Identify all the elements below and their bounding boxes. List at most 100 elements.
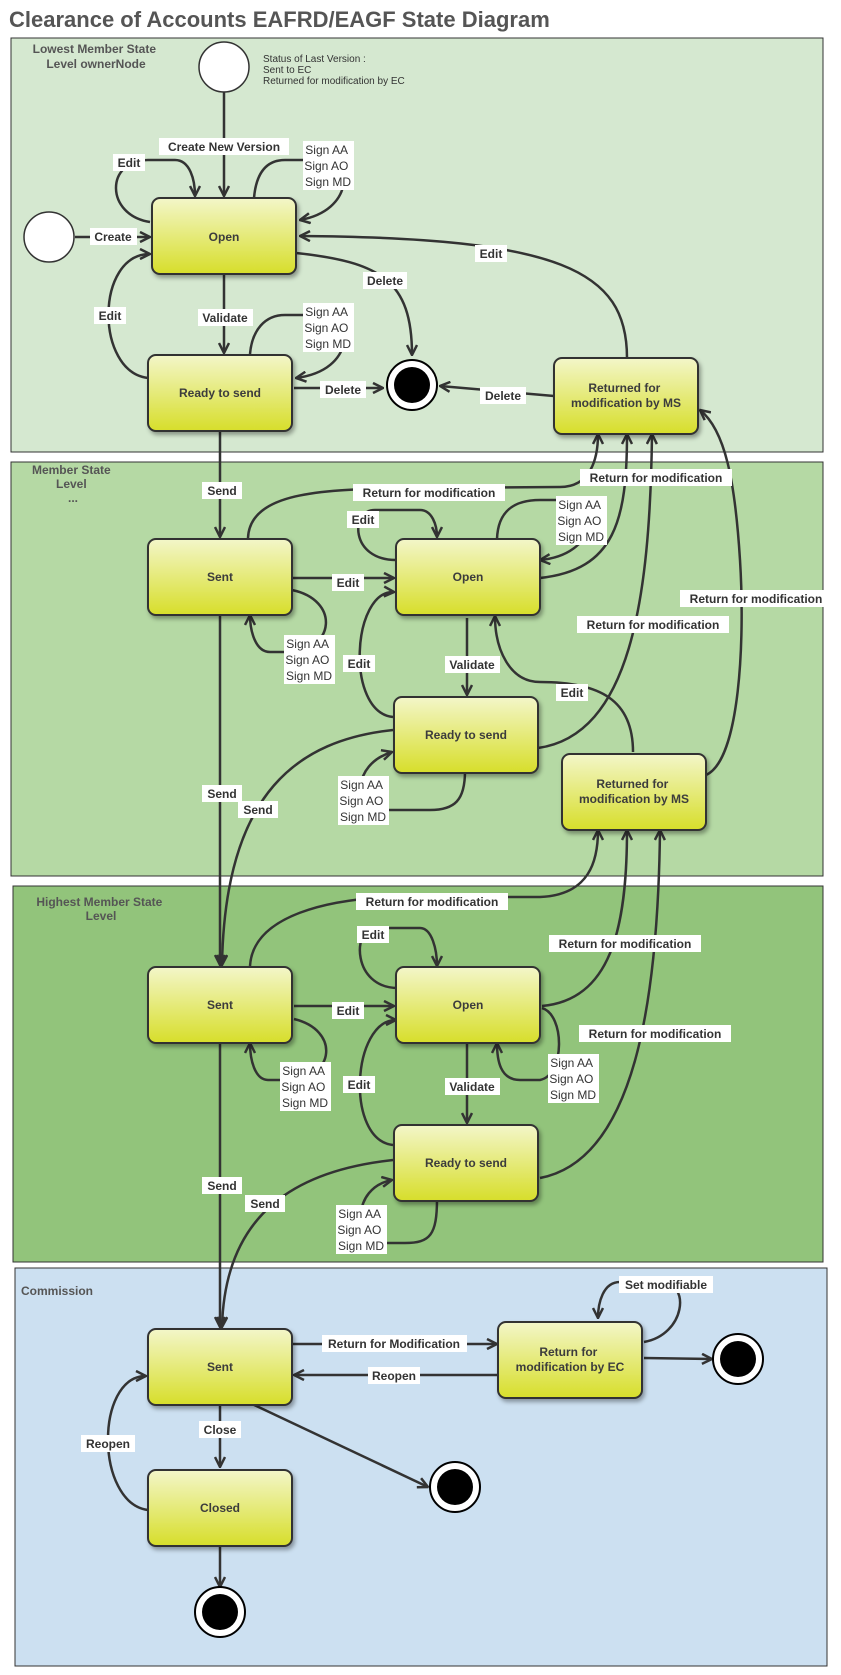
svg-text:Create: Create bbox=[94, 230, 132, 244]
state-sent-l3[interactable]: Sent bbox=[147, 966, 293, 1044]
state-return-ec[interactable]: Return for modification by EC bbox=[497, 1321, 643, 1399]
svg-text:Set modifiable: Set modifiable bbox=[625, 1278, 707, 1292]
label-delete-returned: Delete bbox=[480, 387, 526, 404]
svg-text:Sign AA Sign AO: Sign AA Sign AO Sign MD bbox=[549, 1056, 596, 1102]
svg-text:Edit: Edit bbox=[362, 928, 385, 942]
label-edit-returned-l1: Edit bbox=[475, 245, 507, 262]
label-return-for-modification-ec: Return for Modification bbox=[322, 1335, 467, 1352]
label-return-sent-l3: Return for modification bbox=[356, 893, 508, 910]
label-return-returned-l2: Return for modification bbox=[680, 590, 832, 607]
label-reopen-closed: Reopen bbox=[81, 1435, 135, 1452]
svg-text:Return for modification: Return for modification bbox=[589, 1027, 722, 1041]
svg-text:Sign AA Sign AO: Sign AA Sign AO Sign MD bbox=[304, 305, 351, 351]
edge-ready-send-l2 bbox=[222, 728, 394, 965]
label-create-new-version: Create New Version bbox=[159, 138, 289, 155]
label-return-open-l3-a: Return for modification bbox=[549, 935, 701, 952]
state-closed[interactable]: Closed bbox=[147, 1469, 293, 1547]
svg-text:Send: Send bbox=[243, 803, 272, 817]
svg-text:Sign AA Sign AO: Sign AA Sign AO Sign MD bbox=[304, 143, 351, 189]
lane-label-highest-member-state: Highest Member State Level bbox=[36, 895, 165, 923]
svg-text:Edit: Edit bbox=[352, 513, 375, 527]
transitions bbox=[75, 92, 743, 1587]
label-sign-sent-l3: Sign AA Sign AO Sign MD bbox=[280, 1062, 331, 1111]
svg-text:Return for modification: Return for modification bbox=[690, 592, 823, 606]
svg-text:Send: Send bbox=[207, 1179, 236, 1193]
label-sign-open-l2: Sign AA Sign AO Sign MD bbox=[556, 496, 607, 545]
label-edit-open-loop-l3: Edit bbox=[357, 926, 389, 943]
svg-text:Edit: Edit bbox=[337, 1004, 360, 1018]
state-ready-l1[interactable]: Ready to send bbox=[147, 354, 293, 432]
svg-text:Sign AA Sign AO: Sign AA Sign AO Sign MD bbox=[339, 778, 386, 824]
final-node-commission bbox=[429, 1461, 481, 1513]
svg-text:Edit: Edit bbox=[118, 156, 141, 170]
svg-text:Sign AA Sign AO: Sign AA Sign AO Sign MD bbox=[285, 637, 332, 683]
label-return-sent-l2: Return for modification bbox=[353, 484, 505, 501]
svg-text:Send: Send bbox=[207, 484, 236, 498]
svg-text:Return for modification: Return for modification bbox=[587, 618, 720, 632]
svg-text:Reopen: Reopen bbox=[86, 1437, 130, 1451]
svg-text:Edit: Edit bbox=[337, 576, 360, 590]
state-returned-ms-l2-label: Returned for modification by MS bbox=[579, 777, 689, 806]
label-return-ready-l3: Return for modification bbox=[579, 1025, 731, 1042]
edge-open-sign-l3 bbox=[497, 1006, 561, 1082]
label-send-sent-l3: Send bbox=[202, 1177, 242, 1194]
diagram-title: Clearance of Accounts EAFRD/EAGF State D… bbox=[9, 7, 550, 32]
initial-node-create bbox=[23, 211, 75, 263]
state-returned-ms-l1[interactable]: Returned for modification by MS bbox=[553, 357, 699, 435]
state-sent-l2[interactable]: Sent bbox=[147, 538, 293, 616]
svg-text:Validate: Validate bbox=[202, 311, 248, 325]
state-sent-commission[interactable]: Sent bbox=[147, 1328, 293, 1406]
svg-text:Edit: Edit bbox=[348, 1078, 371, 1092]
label-sign-ready-l2: Sign AA Sign AO Sign MD bbox=[338, 776, 389, 825]
svg-text:Return for Modification: Return for Modification bbox=[328, 1337, 460, 1351]
svg-text:Sign AA Sign AO: Sign AA Sign AO Sign MD bbox=[337, 1207, 384, 1253]
svg-text:Delete: Delete bbox=[485, 389, 521, 403]
state-open-l3[interactable]: Open bbox=[395, 966, 541, 1044]
svg-text:Edit: Edit bbox=[99, 309, 122, 323]
label-validate-l1: Validate bbox=[198, 309, 253, 326]
svg-text:Sign AA Sign AO: Sign AA Sign AO Sign MD bbox=[281, 1064, 328, 1110]
state-return-ec-label: Return for modification by EC bbox=[516, 1345, 625, 1374]
state-returned-ms-l1-label: Returned for modification by MS bbox=[571, 381, 681, 410]
label-delete-ready: Delete bbox=[320, 381, 366, 398]
state-open-l1[interactable]: Open bbox=[151, 197, 297, 275]
state-ready-l3-label: Ready to send bbox=[425, 1156, 507, 1170]
svg-text:Delete: Delete bbox=[367, 274, 403, 288]
label-edit-ready-l1: Edit bbox=[94, 307, 126, 324]
state-ready-l2[interactable]: Ready to send bbox=[393, 696, 539, 774]
label-send-sent-l2: Send bbox=[202, 785, 242, 802]
svg-text:Reopen: Reopen bbox=[372, 1369, 416, 1383]
svg-text:Delete: Delete bbox=[325, 383, 361, 397]
label-return-open-l2: Return for modification bbox=[580, 469, 732, 486]
edge-open-return-l2 bbox=[539, 434, 627, 580]
lane-label-lowest-member-state: Lowest Member State Level ownerNode bbox=[33, 42, 160, 71]
svg-text:Send: Send bbox=[250, 1197, 279, 1211]
state-open-l2[interactable]: Open bbox=[395, 538, 541, 616]
lane-label-member-state: Member State Level ... bbox=[32, 463, 114, 505]
lane-commission bbox=[14, 1267, 828, 1667]
state-ready-l3[interactable]: Ready to send bbox=[393, 1124, 539, 1202]
svg-text:Edit: Edit bbox=[480, 247, 503, 261]
state-ready-l2-label: Ready to send bbox=[425, 728, 507, 742]
state-ready-l1-label: Ready to send bbox=[179, 386, 261, 400]
label-edit-sent-l3: Edit bbox=[332, 1002, 364, 1019]
final-node-l1 bbox=[386, 359, 438, 411]
lane-highest-member-state bbox=[12, 885, 824, 1263]
edge-returned-return-l1 bbox=[700, 410, 743, 777]
label-edit-sent-l2: Edit bbox=[332, 574, 364, 591]
label-set-modifiable: Set modifiable bbox=[619, 1276, 713, 1293]
svg-text:Send: Send bbox=[207, 787, 236, 801]
edge-open-return-l3-a bbox=[541, 830, 627, 1008]
state-closed-label: Closed bbox=[200, 1501, 240, 1515]
state-returned-ms-l2[interactable]: Returned for modification by MS bbox=[561, 753, 707, 831]
label-sign-open-l3: Sign AA Sign AO Sign MD bbox=[548, 1054, 599, 1103]
svg-text:Return for modification: Return for modification bbox=[590, 471, 723, 485]
edge-returned-edit-l1 bbox=[300, 236, 629, 359]
final-node-closed bbox=[194, 1586, 246, 1638]
svg-text:Return for modification: Return for modification bbox=[363, 486, 496, 500]
label-return-ready-l2: Return for modification bbox=[577, 616, 729, 633]
last-version-note: Status of Last Version : Sent to EC Retu… bbox=[263, 54, 405, 87]
label-send-ready-l2: Send bbox=[238, 801, 278, 818]
svg-text:Validate: Validate bbox=[449, 1080, 495, 1094]
